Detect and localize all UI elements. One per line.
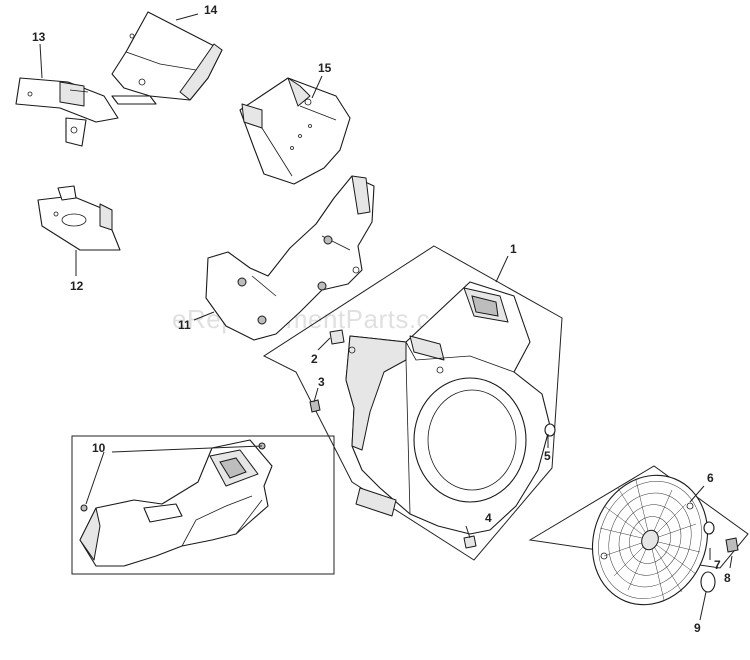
part-1-outline [262, 245, 563, 561]
part-9-disc[interactable] [700, 571, 716, 593]
part-4-nut[interactable] [463, 535, 477, 549]
callout-8[interactable]: 8 [724, 571, 731, 585]
callout-5[interactable]: 5 [544, 449, 551, 463]
callout-10[interactable]: 10 [92, 441, 106, 455]
callout-4[interactable]: 4 [485, 511, 492, 525]
callout-15[interactable]: 15 [318, 61, 332, 75]
part-15-shroud[interactable] [239, 77, 351, 185]
leader-lines [39, 13, 733, 621]
callout-2[interactable]: 2 [311, 352, 318, 366]
callout-14[interactable]: 14 [204, 3, 218, 17]
callout-7[interactable]: 7 [714, 558, 721, 572]
callout-1[interactable]: 1 [510, 242, 517, 256]
part-11-baffle[interactable] [205, 175, 375, 341]
callout-12[interactable]: 12 [70, 279, 84, 293]
part-2-clip[interactable] [329, 329, 345, 345]
part-13-bracket[interactable] [15, 77, 119, 147]
callout-6[interactable]: 6 [707, 471, 714, 485]
part-10-housing-detail[interactable] [79, 439, 273, 567]
callout-9[interactable]: 9 [694, 621, 701, 635]
part-8-screw[interactable] [725, 537, 739, 553]
part-14-bracket[interactable] [111, 11, 223, 105]
part-7-washer[interactable] [703, 521, 715, 535]
callout-11[interactable]: 11 [178, 318, 191, 332]
callout-3[interactable]: 3 [318, 375, 325, 389]
callouts: 14 13 15 12 11 1 2 3 5 4 10 6 7 8 9 [32, 3, 731, 635]
part-5-plug[interactable] [544, 423, 556, 437]
part-12-plate[interactable] [37, 185, 121, 251]
part-1-blower-housing[interactable] [345, 281, 551, 535]
part-6-fan-grille[interactable] [573, 458, 726, 622]
callout-13[interactable]: 13 [32, 30, 46, 44]
part-3-screw[interactable] [309, 399, 321, 413]
inset-box [71, 435, 335, 575]
